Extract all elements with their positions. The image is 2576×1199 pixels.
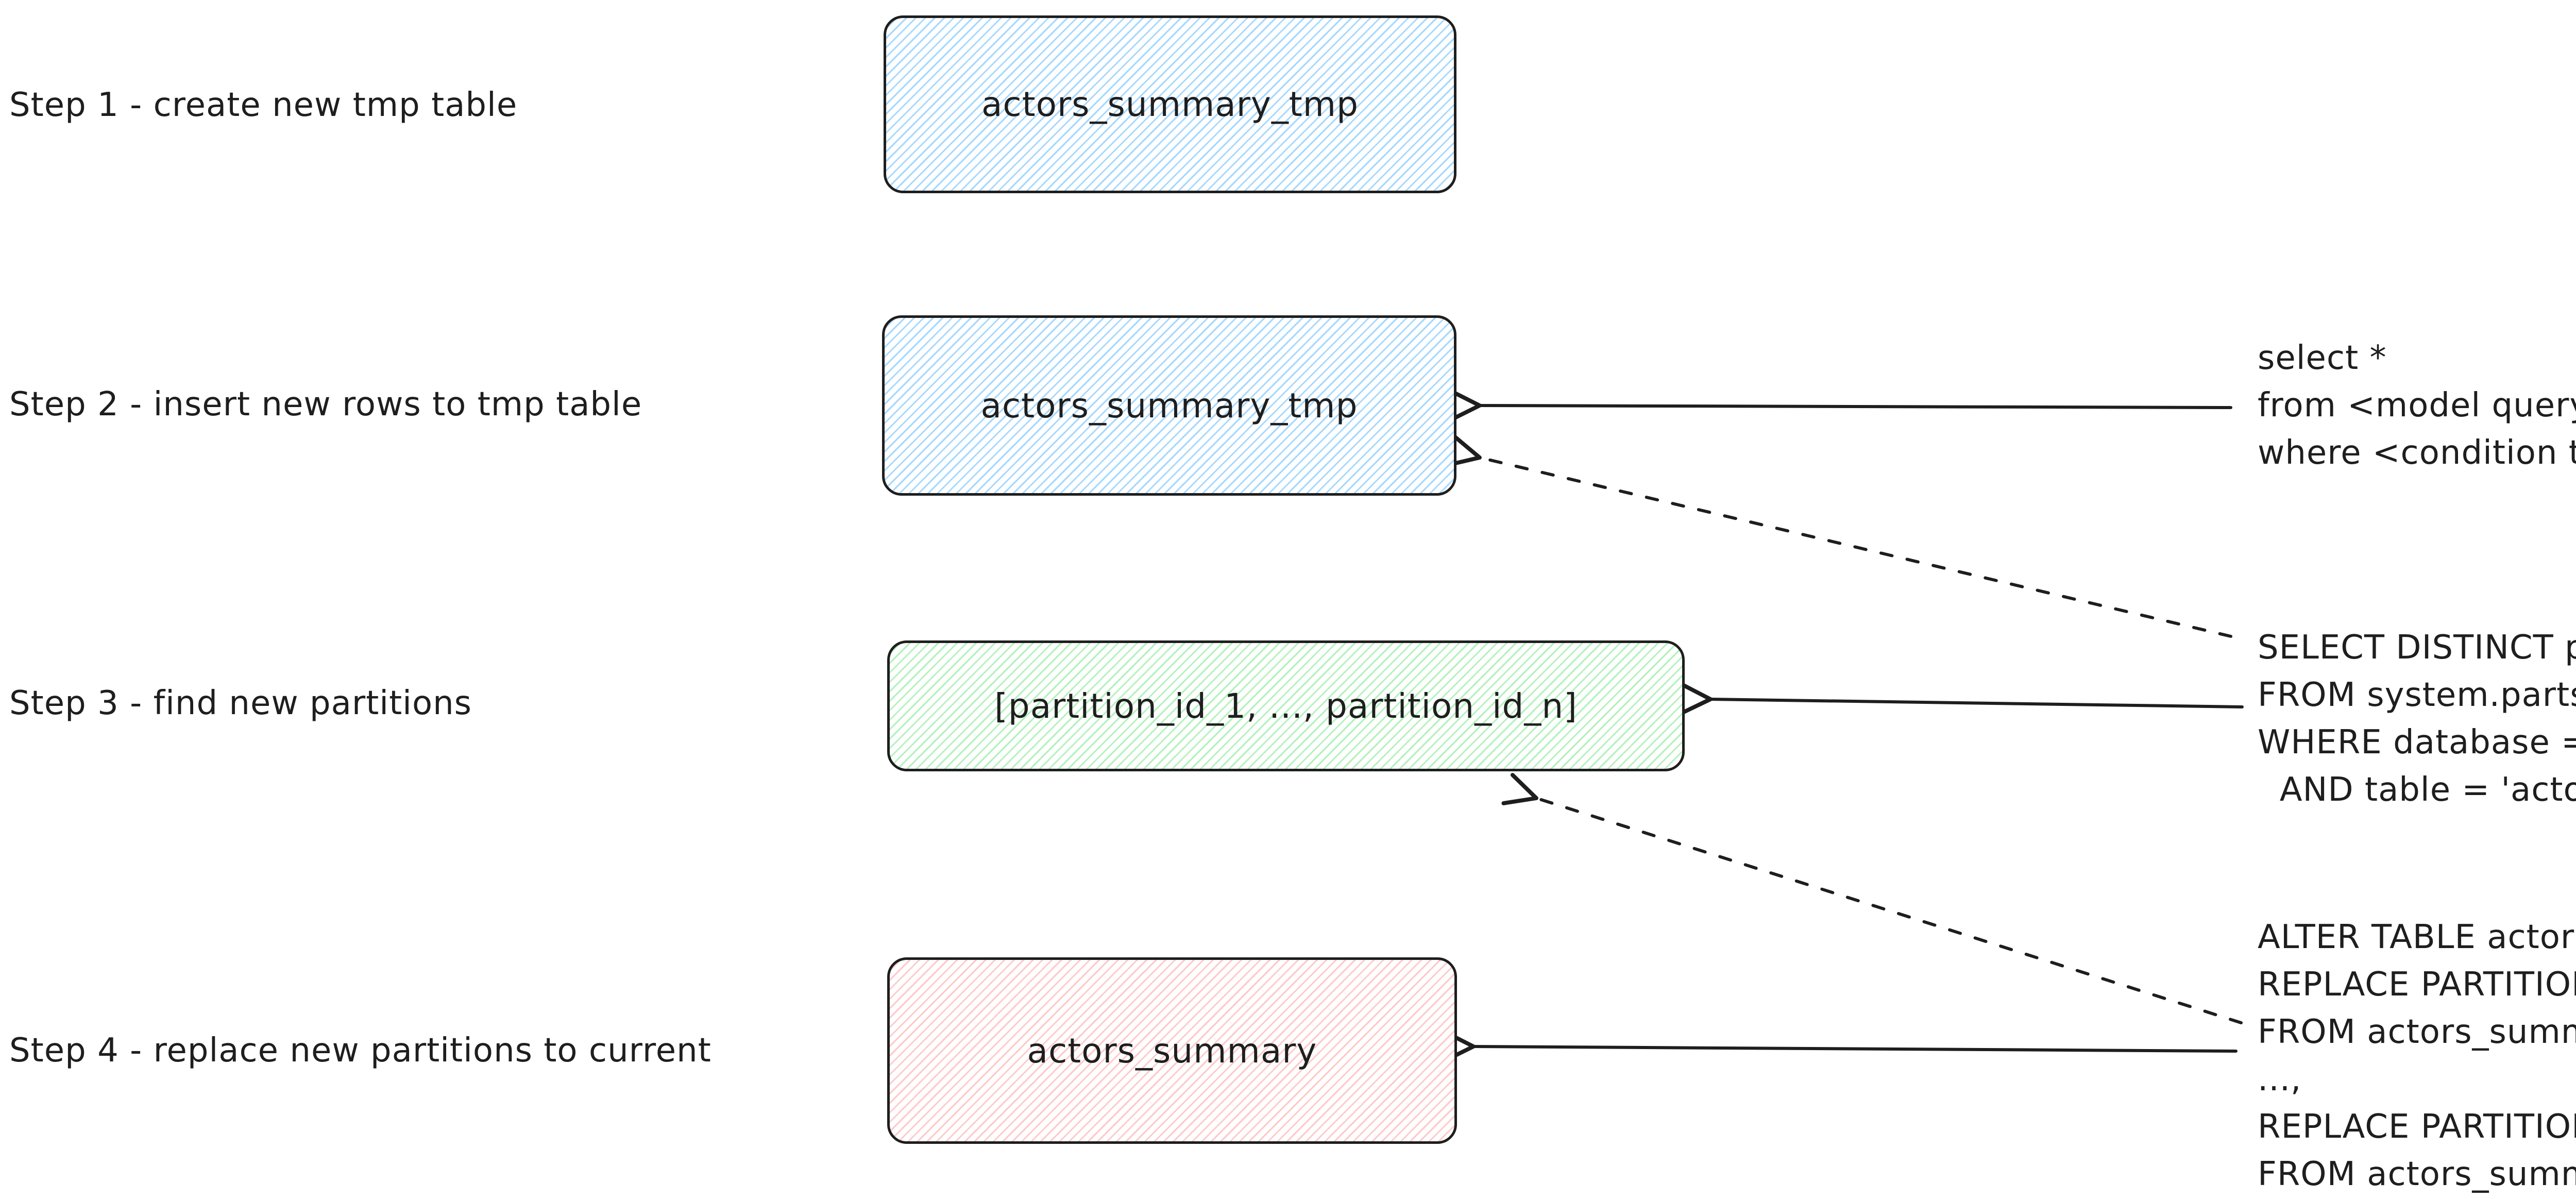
step1-node: actors_summary_tmp <box>884 15 1456 193</box>
code-line: REPLACE PARTITION partition_id_n <box>2258 1108 2576 1146</box>
step4-node-label: actors_summary <box>1027 1031 1317 1071</box>
insert-query-text: select * from <model query> where <condi… <box>2258 334 2576 477</box>
code-line: REPLACE PARTITION partition_id_1 <box>2258 966 2576 1004</box>
replace-query-text: ALTER TABLE actors_summary REPLACE PARTI… <box>2258 914 2576 1198</box>
arrow-partitions-to-step3 <box>1679 682 2244 716</box>
arrow-replace-to-step4 <box>1442 1029 2238 1063</box>
code-line: FROM actors_summary_tmp, <box>2258 1013 2576 1051</box>
code-line: WHERE database = <database> <box>2258 723 2576 762</box>
step2-label: Step 2 - insert new rows to tmp table <box>9 385 642 424</box>
code-line: ..., <box>2258 1060 2302 1099</box>
step1-node-label: actors_summary_tmp <box>981 85 1359 124</box>
arrow-insert-to-step2 <box>1448 389 2232 423</box>
code-line: FROM system.parts <box>2258 676 2576 714</box>
code-line: FROM actors_summary_tmp, <box>2258 1155 2576 1193</box>
step4-node: actors_summary <box>887 957 1457 1144</box>
code-line: where <condition to identify new> <box>2258 434 2576 472</box>
code-line: AND table = 'actors_summary_tmp' <box>2279 771 2576 809</box>
code-line: ALTER TABLE actors_summary <box>2258 918 2576 956</box>
step3-label: Step 3 - find new partitions <box>9 684 472 722</box>
step2-node-label: actors_summary_tmp <box>980 385 1358 426</box>
partitions-query-text: SELECT DISTINCT partition_id FROM system… <box>2258 624 2576 814</box>
step4-label: Step 4 - replace new partitions to curre… <box>9 1032 711 1070</box>
dashed-arrow-replace-to-step3 <box>1501 773 2243 1024</box>
dashed-arrow-partitions-to-step2 <box>1445 434 2232 638</box>
code-line: SELECT DISTINCT partition_id <box>2258 629 2576 667</box>
step2-node: actors_summary_tmp <box>882 315 1456 496</box>
step1-label: Step 1 - create new tmp table <box>9 86 518 124</box>
step3-node: [partition_id_1, ..., partition_id_n] <box>887 640 1685 771</box>
code-line: select * <box>2258 339 2387 377</box>
step3-node-label: [partition_id_1, ..., partition_id_n] <box>994 686 1578 726</box>
code-line: from <model query> <box>2258 386 2576 425</box>
